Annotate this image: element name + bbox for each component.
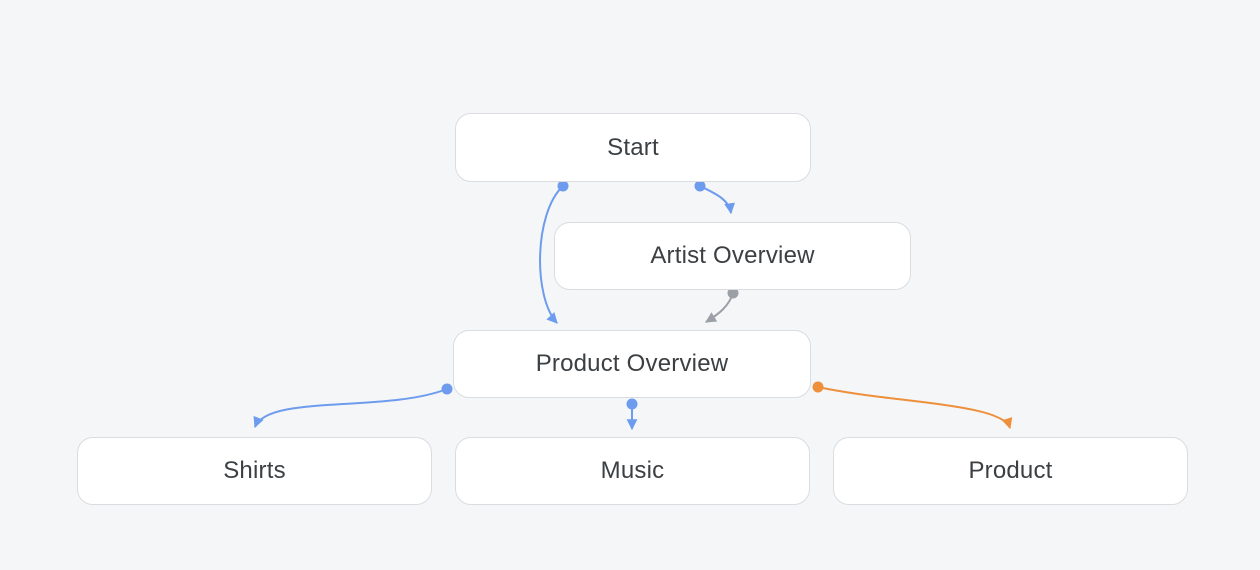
node-start-label: Start [607, 133, 659, 161]
node-product-label: Product [968, 457, 1053, 484]
edge-product-overview-to-product[interactable] [817, 386, 1013, 430]
node-product[interactable]: Product [833, 437, 1188, 505]
edge-start-to-artist-overview[interactable] [699, 185, 735, 215]
node-music[interactable]: Music [455, 437, 810, 505]
node-shirts[interactable]: Shirts [77, 437, 432, 505]
node-product-overview[interactable]: Product Overview [453, 330, 811, 398]
edge-source-handle-start-to-artist-overview[interactable] [694, 180, 706, 192]
node-artist-overview[interactable]: Artist Overview [554, 222, 911, 290]
edge-source-handle-artist-overview-to-product-overview[interactable] [727, 287, 739, 299]
edge-product-overview-to-shirts[interactable] [253, 388, 448, 429]
node-music-label: Music [600, 457, 665, 484]
edge-start-to-product-overview[interactable] [539, 185, 564, 324]
node-shirts-label: Shirts [223, 457, 286, 484]
node-start[interactable]: Start [455, 113, 811, 182]
edge-source-handle-product-overview-to-shirts[interactable] [441, 383, 453, 395]
node-product-overview-label: Product Overview [535, 350, 729, 377]
node-artist-overview-label: Artist Overview [650, 242, 815, 269]
edge-source-handle-start-to-product-overview[interactable] [557, 180, 569, 192]
edge-source-handle-product-overview-to-product[interactable] [812, 381, 824, 393]
edge-source-handle-product-overview-to-music[interactable] [626, 398, 638, 410]
